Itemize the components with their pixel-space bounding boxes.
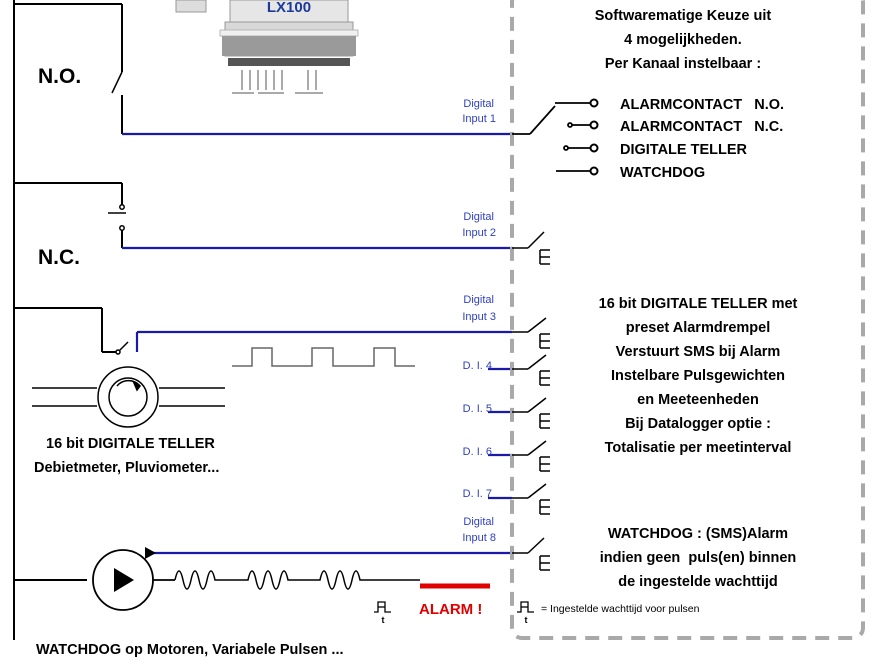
- pulse-switch: [115, 341, 129, 355]
- input-8-label-line1: Digital: [463, 516, 494, 528]
- watchdog-line-1: WATCHDOG : (SMS)Alarm: [608, 526, 788, 542]
- alarm-label: ALARM !: [419, 601, 482, 618]
- input-3-label-line1: Digital: [463, 294, 494, 306]
- motor-caption: WATCHDOG op Motoren, Variabele Pulsen ..…: [36, 642, 344, 658]
- input-labels: Digital Input 1 Digital Input 2 Digital …: [462, 98, 496, 544]
- software-choice-options: ALARMCONTACT N.O. ALARMCONTACT N.C. DIGI…: [620, 97, 784, 181]
- watchdog-description: WATCHDOG : (SMS)Alarm indien geen puls(e…: [600, 526, 797, 590]
- pulse-train: [232, 347, 415, 367]
- motor-icon: [92, 549, 420, 611]
- legend-text: = Ingestelde wachttijd voor pulsen: [541, 603, 700, 615]
- watchdog-line-3: de ingestelde wachttijd: [618, 574, 778, 590]
- input-4-label: D. I. 4: [463, 360, 492, 372]
- input-8-label-line2: Input 8: [462, 532, 496, 544]
- signal-lines: [122, 132, 512, 555]
- option-alarmcontact-nc: ALARMCONTACT N.C.: [620, 119, 783, 135]
- software-choice-line-1: Softwarematige Keuze uit: [595, 8, 772, 24]
- input-6-label: D. I. 6: [463, 446, 492, 458]
- timer-icon: [374, 601, 391, 613]
- input-1-label-line1: Digital: [463, 98, 494, 110]
- counter-line-3: Verstuurt SMS bij Alarm: [616, 344, 781, 360]
- counter-description: 16 bit DIGITALE TELLER met preset Alarmd…: [599, 296, 798, 456]
- flowmeter-caption-line-1: 16 bit DIGITALE TELLER: [46, 436, 215, 452]
- software-choice-line-2: 4 mogelijkheden.: [624, 32, 742, 48]
- input-3-label-line2: Input 3: [462, 311, 496, 323]
- no-switch-label: N.O.: [38, 65, 81, 88]
- nc-switch-label: N.C.: [38, 246, 80, 269]
- counter-line-2: preset Alarmdrempel: [626, 320, 771, 336]
- software-config-box: [510, 0, 865, 640]
- input-5-label: D. I. 5: [463, 403, 492, 415]
- input-7-label: D. I. 7: [463, 488, 492, 500]
- option-digitale-teller: DIGITALE TELLER: [620, 142, 748, 158]
- counter-line-5: en Meeteenheden: [637, 392, 759, 408]
- flowmeter-icon: [32, 366, 225, 428]
- left-wiring: [13, 0, 123, 640]
- counter-line-6: Bij Datalogger optie :: [625, 416, 771, 432]
- software-choice-heading: Softwarematige Keuze uit 4 mogelijkheden…: [595, 8, 772, 72]
- input-2-label-line1: Digital: [463, 211, 494, 223]
- motor-arrow-icon: [145, 547, 156, 559]
- selector-switch: [512, 98, 599, 176]
- input-1-label-line2: Input 1: [462, 113, 496, 125]
- option-watchdog: WATCHDOG: [620, 165, 705, 181]
- lx100-device: LX100: [175, 0, 359, 94]
- legend-timer-icon: [517, 601, 534, 613]
- device-label: LX100: [267, 0, 311, 16]
- watchdog-line-2: indien geen puls(en) binnen: [600, 550, 797, 566]
- legend-timer-t-label: t: [525, 615, 528, 625]
- counter-line-7: Totalisatie per meetinterval: [605, 440, 792, 456]
- timer-t-label: t: [382, 615, 385, 625]
- nc-switch: [108, 204, 126, 231]
- flowmeter-caption: 16 bit DIGITALE TELLER Debietmeter, Pluv…: [34, 436, 219, 476]
- software-choice-line-3: Per Kanaal instelbaar :: [605, 56, 761, 72]
- counter-line-4: Instelbare Pulsgewichten: [611, 368, 785, 384]
- input-2-label-line2: Input 2: [462, 227, 496, 239]
- counter-line-1: 16 bit DIGITALE TELLER met: [599, 296, 798, 312]
- channel-switches: [512, 231, 550, 571]
- flowmeter-caption-line-2: Debietmeter, Pluviometer...: [34, 460, 219, 476]
- no-switch: [111, 71, 123, 94]
- option-alarmcontact-no: ALARMCONTACT N.O.: [620, 97, 784, 113]
